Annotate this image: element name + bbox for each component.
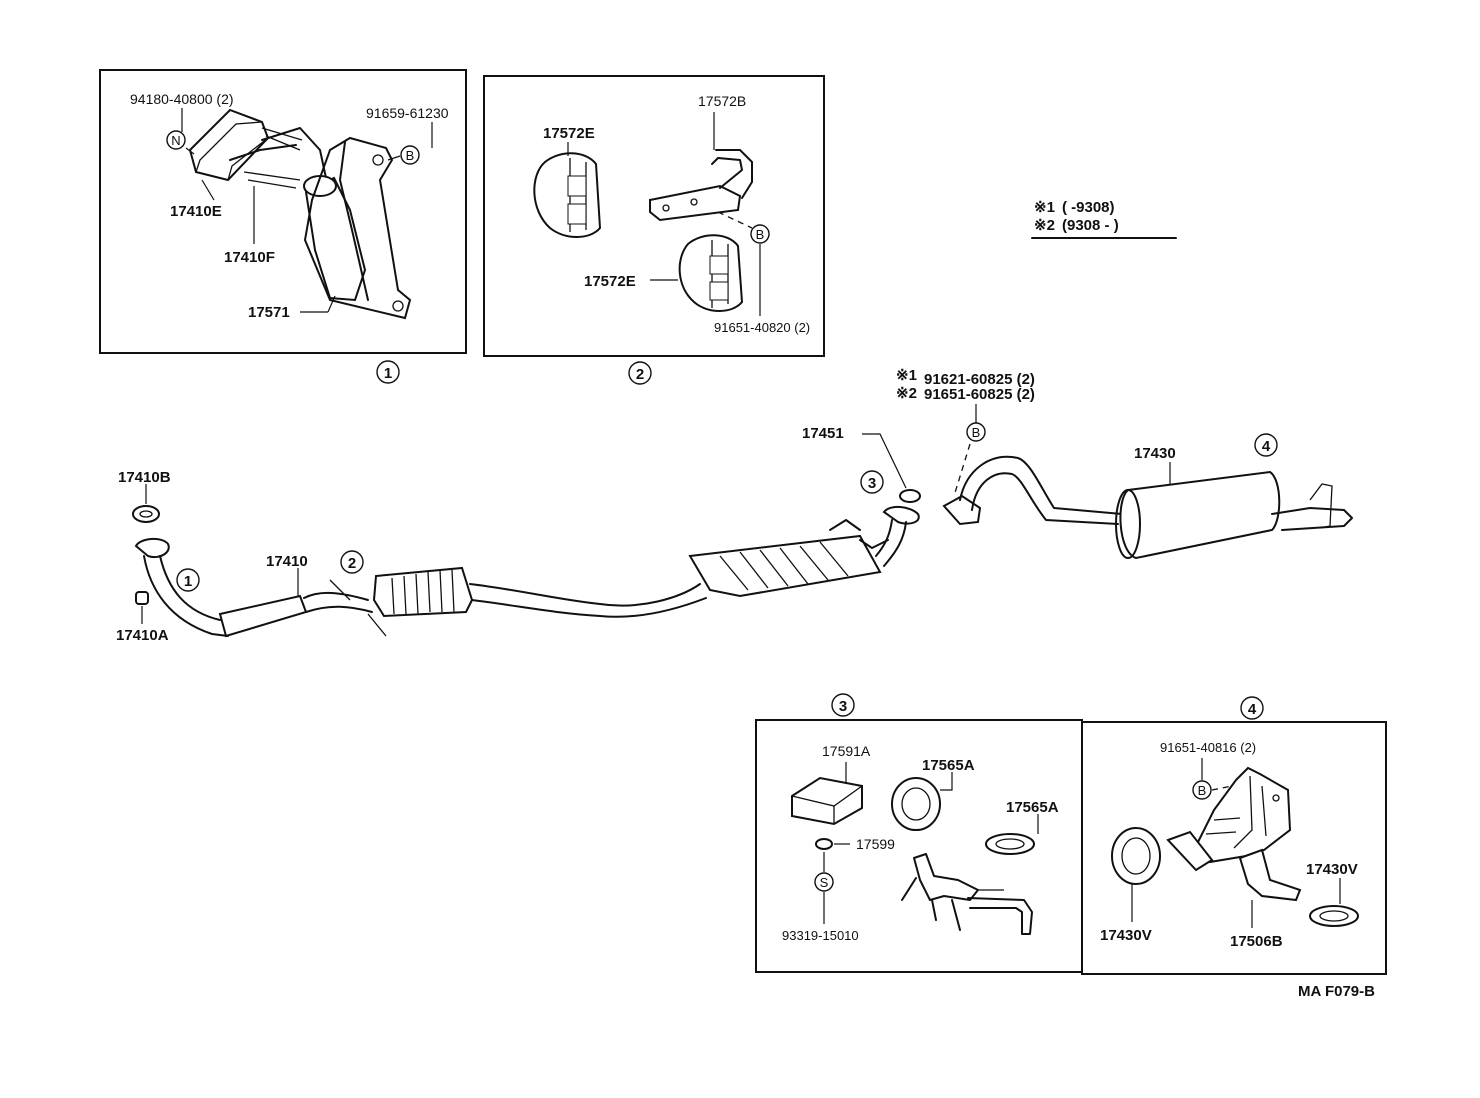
b-code-label-main: B (972, 425, 981, 440)
section-marker-2: 2 (636, 366, 644, 383)
gasket-ring-17565a-large-drawing (891, 777, 941, 831)
section-marker-2-circle (628, 361, 652, 385)
section-marker-3-main-circle (860, 470, 884, 494)
detail-box-4: 91651-40816 (2) B 17430V 17430V 17506B (1081, 721, 1387, 975)
part-label-17572b: 17572B (698, 93, 746, 109)
intermediate-pipe-drawing (469, 583, 707, 618)
rubber-hanger-bottom-drawing (678, 234, 744, 312)
section-marker-1: 1 (384, 365, 392, 382)
part-label-17591a: 17591A (822, 743, 871, 759)
mounting-bracket-sketch (901, 853, 1033, 935)
diagram-code: MA F079-B (1298, 983, 1375, 1000)
part-label-17410a: 17410A (116, 627, 169, 644)
part-label-17506b: 17506B (1230, 933, 1283, 950)
section-marker-1-main: 1 (184, 573, 192, 590)
gasket-ring-17430v-small-drawing (1309, 905, 1359, 927)
b-code-circle-box4 (1192, 780, 1212, 800)
detail-box-1: N B 94180-40800 (2) 91659-61230 17410E 1… (99, 69, 467, 354)
detail-box-4-frame (1081, 721, 1387, 975)
gasket-ring-17565a-small-drawing (985, 833, 1035, 855)
bushing-17599-drawing (815, 838, 833, 850)
detail-box-2-frame (483, 75, 825, 357)
rubber-hanger-top-drawing (533, 152, 602, 238)
legend-text-2: (9308 - ) (1062, 217, 1119, 234)
section-marker-3-main: 3 (868, 475, 876, 492)
part-label-17572e-bottom: 17572E (584, 273, 636, 290)
part-label-91659-61230: 91659-61230 (366, 105, 449, 121)
n-code-label: N (171, 133, 180, 148)
section-marker-4-main: 4 (1262, 438, 1271, 455)
detail-box-1-frame (99, 69, 467, 354)
part-label-17565a-2: 17565A (1006, 799, 1059, 816)
front-muffler-drawing (372, 566, 474, 618)
legend-mark-1: ※1 (1034, 199, 1055, 216)
part-label-17410e: 17410E (170, 203, 222, 220)
part-label-91651-40820: 91651-40820 (2) (714, 320, 810, 335)
b-code-circle-box2 (750, 224, 770, 244)
part-label-17410b: 17410B (118, 469, 171, 486)
callout-mark-2: ※2 (896, 385, 917, 402)
part-label-17572e-top: 17572E (543, 125, 595, 142)
b-code-circle-box1 (400, 145, 420, 165)
model-year-legend: ※1 ( -9308) ※2 (9308 - ) (1031, 199, 1177, 239)
n-code-circle (166, 130, 186, 150)
part-label-17599: 17599 (856, 836, 895, 852)
section-marker-3: 3 (839, 698, 847, 715)
bracket-drawing (649, 149, 753, 222)
section-marker-2-main: 2 (348, 555, 356, 572)
part-label-17571: 17571 (248, 304, 290, 321)
detail-box-3: 17591A 17565A 17565A 17599 S 93319-15010 (755, 719, 1083, 973)
section-marker-4: 4 (1248, 701, 1257, 718)
gasket-ring-17430v-large-drawing (1111, 827, 1161, 885)
main-muffler-17430-drawing (942, 455, 1353, 560)
section-marker-3-circle (831, 693, 855, 717)
section-marker-4-circle (1240, 696, 1264, 720)
s-code-circle (814, 872, 834, 892)
detail-box-2: B 17572E 17572B 17572E 91651-40820 (2) (483, 75, 825, 357)
callout-mark-1: ※1 (896, 367, 917, 384)
flange-clamp-drawing (188, 108, 412, 320)
part-label-17410: 17410 (266, 553, 308, 570)
part-label-91651-60825: 91651-60825 (2) (924, 386, 1035, 403)
part-label-91621-60825: 91621-60825 (2) (924, 371, 1035, 388)
rubber-block-drawing (791, 776, 863, 826)
legend-mark-2: ※2 (1034, 217, 1055, 234)
part-label-94180-40800: 94180-40800 (2) (130, 91, 234, 107)
s-code-label: S (820, 875, 829, 890)
part-label-17410f: 17410F (224, 249, 275, 266)
section-marker-2-main-circle (340, 550, 364, 574)
section-marker-1-circle (376, 360, 400, 384)
ring-17410a-drawing (135, 591, 149, 605)
b-code-label-box4: B (1198, 783, 1207, 798)
part-label-91651-40816: 91651-40816 (2) (1160, 740, 1256, 755)
gasket-17410b-drawing (132, 505, 160, 523)
legend-text-1: ( -9308) (1062, 199, 1115, 216)
b-code-label-box2: B (756, 227, 765, 242)
part-label-17430: 17430 (1134, 445, 1176, 462)
part-label-17430v-1: 17430V (1100, 927, 1152, 944)
bracket-17506b-drawing (1166, 766, 1302, 902)
part-label-17565a-1: 17565A (922, 757, 975, 774)
part-label-17451: 17451 (802, 425, 844, 442)
gasket-17451-drawing (899, 489, 921, 503)
section-marker-1-main-circle (176, 568, 200, 592)
section-marker-4-main-circle (1254, 433, 1278, 457)
b-code-circle-main (966, 422, 986, 442)
part-label-17430v-2: 17430V (1306, 861, 1358, 878)
center-muffler-drawing (688, 519, 889, 598)
main-exhaust-assembly: 17410B 17410A 17410 (116, 367, 1353, 644)
part-label-93319-15010: 93319-15010 (782, 928, 859, 943)
front-pipe-17410-drawing (134, 538, 387, 638)
b-code-label-box1: B (406, 148, 415, 163)
